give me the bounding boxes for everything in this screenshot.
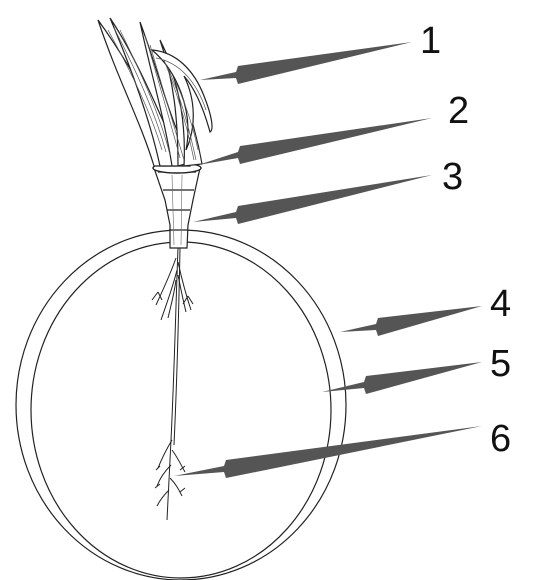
arrow-3 — [193, 175, 432, 224]
arrow-5 — [322, 362, 482, 394]
pointer-arrows — [174, 42, 482, 478]
seed-inner-body — [31, 242, 331, 578]
label-5: 5 — [490, 345, 511, 383]
root-system — [152, 248, 193, 520]
label-3: 3 — [442, 158, 463, 196]
seed — [16, 230, 346, 580]
label-2: 2 — [448, 92, 469, 130]
label-6: 6 — [490, 420, 511, 458]
seed-outer-wall — [16, 230, 346, 580]
seedling-collar — [154, 168, 200, 248]
arrow-4 — [340, 306, 482, 336]
arrow-6 — [174, 426, 482, 478]
label-1: 1 — [420, 22, 441, 60]
label-4: 4 — [490, 285, 511, 323]
arrow-2 — [198, 118, 432, 165]
leaf-sheaf — [98, 18, 212, 166]
arrow-1 — [200, 42, 412, 84]
